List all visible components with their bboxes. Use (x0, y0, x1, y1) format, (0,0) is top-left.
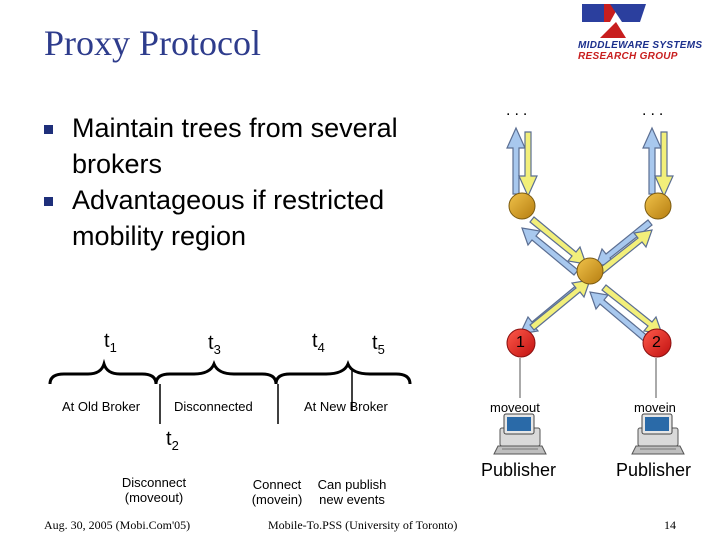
yellow-arrow-down (654, 131, 674, 198)
client-number-1: 1 (516, 334, 525, 351)
arrow-group (506, 126, 674, 344)
blue-arrow-diagonal (589, 291, 651, 344)
square-bullet-icon (44, 125, 53, 134)
blue-arrow-up (506, 126, 526, 195)
bullet-item: Advantageous if restricted mobility regi… (44, 182, 464, 254)
brace-at-old-broker (48, 358, 158, 385)
yellow-arrow-diagonal (601, 284, 663, 335)
yellow-arrow-diagonal (529, 279, 591, 331)
bullet-item: Maintain trees from several brokers (44, 110, 464, 182)
yellow-arrow-down (518, 131, 538, 198)
time-label-t3: t3 (208, 332, 221, 357)
bullet-text: Maintain trees from several brokers (72, 113, 398, 179)
footer-conference: Aug. 30, 2005 (Mobi.Com'05) (44, 518, 191, 532)
broker-node (576, 257, 604, 285)
event-connect: Connect (movein) (251, 477, 303, 507)
brace-at-new-broker (274, 359, 412, 385)
square-bullet-icon (44, 197, 53, 206)
logo-line1: MIDDLEWARE SYSTEMS (578, 40, 703, 51)
action-movein: movein (634, 400, 676, 415)
slide-title: Proxy Protocol (44, 23, 262, 63)
phase-at-old-broker: At Old Broker (62, 399, 141, 414)
phase-disconnected: Disconnected (174, 399, 253, 414)
phase-at-new-broker: At New Broker (304, 399, 388, 414)
event-disconnect: Disconnect (moveout) (121, 475, 187, 505)
blue-arrow-diagonal (521, 227, 579, 276)
ellipsis-label: ... (642, 102, 668, 119)
blue-arrow-up (642, 126, 662, 195)
client-node-1 (506, 328, 536, 358)
timeline-braces (48, 358, 412, 385)
bullet-text: Advantageous if restricted mobility regi… (72, 185, 385, 251)
computer-icon (493, 413, 547, 455)
logo-line2: RESEARCH GROUP (578, 51, 678, 62)
publisher-label: Publisher (616, 460, 692, 480)
time-label-t5: t5 (372, 332, 385, 357)
time-label-t1: t1 (104, 330, 117, 355)
timeline-ticks (159, 368, 353, 424)
time-label-t2: t2 (166, 428, 179, 453)
action-moveout: moveout (490, 400, 540, 415)
broker-node (644, 192, 672, 220)
footer-project: Mobile-To.PSS (University of Toronto) (268, 518, 458, 532)
ellipsis-label: ... (506, 102, 532, 119)
page-number: 14 (664, 518, 676, 532)
event-can-publish: Can publish new events (317, 477, 387, 507)
brace-disconnected (154, 359, 278, 385)
bullet-list: Maintain trees from several brokers Adva… (44, 110, 464, 254)
yellow-arrow-diagonal (595, 229, 653, 277)
yellow-arrow-diagonal (529, 216, 587, 265)
computer-icon (631, 413, 685, 455)
broker-node (508, 192, 536, 220)
client-node-2 (642, 328, 672, 358)
time-label-t4: t4 (312, 330, 325, 355)
msrg-logo (582, 4, 646, 38)
publisher-label: Publisher (481, 460, 557, 480)
client-number-2: 2 (652, 334, 661, 351)
